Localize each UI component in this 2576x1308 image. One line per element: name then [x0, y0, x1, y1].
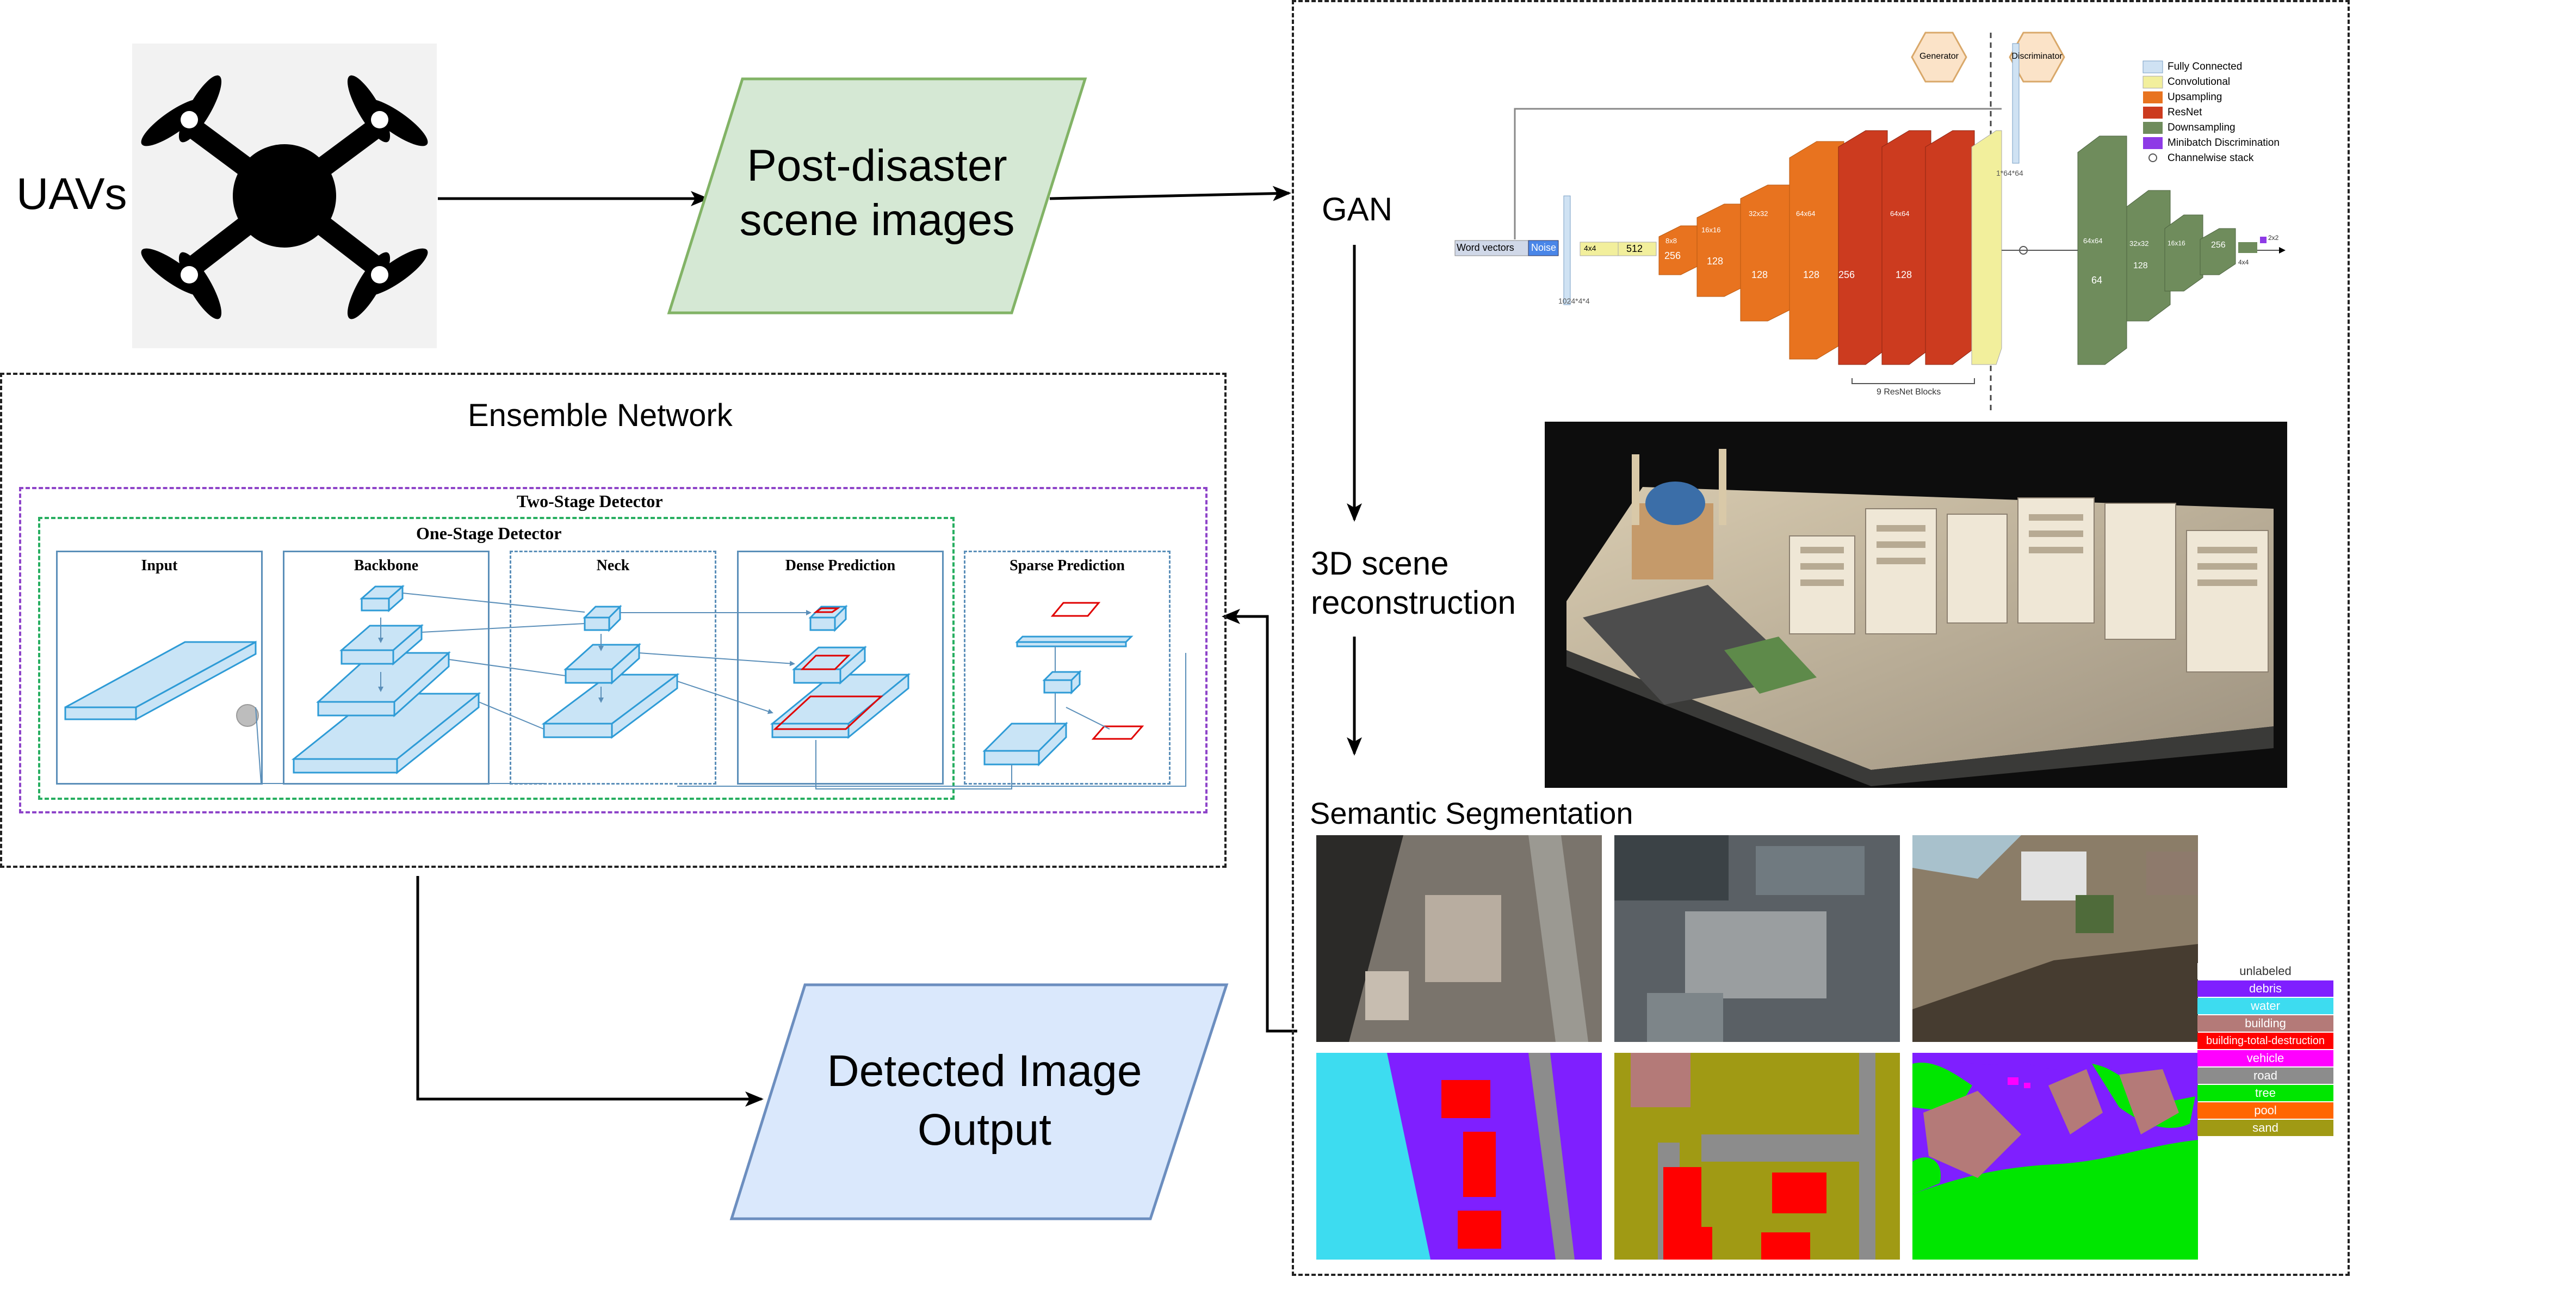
arrow-images-to-gan: [1049, 186, 1291, 201]
gen-dim-64x64: 64x64: [1796, 209, 1816, 218]
disc-dim-2x2: 2x2: [2268, 234, 2279, 242]
legend-road: road: [2197, 1068, 2333, 1084]
detector-architecture-drawing: [64, 584, 1186, 789]
stage-dense-panel: [737, 551, 944, 785]
disc-dim-64: 64: [2091, 275, 2103, 286]
arrow-seg-to-ensemble: [1222, 609, 1297, 1033]
3d-reconstruction-image: [1545, 422, 2287, 788]
word-vectors-label: Word vectors: [1457, 242, 1514, 253]
stage-dense-label: Dense Prediction: [785, 557, 896, 574]
reconstruction-line1: 3D scene: [1311, 545, 1449, 582]
gen-dim-32x32: 32x32: [1749, 209, 1768, 218]
disc-dim-128: 128: [2133, 261, 2148, 270]
seg-mask-2: [1614, 1053, 1900, 1260]
gen-dim-256b: 256: [1838, 269, 1855, 280]
output-line1: Detected Image: [827, 1046, 1142, 1096]
two-stage-box: [19, 487, 1208, 813]
disc-dim-16x16: 16x16: [2168, 239, 2185, 247]
post-disaster-label: Post-disaster scene images: [666, 139, 1088, 248]
disc-dim-256: 256: [2211, 240, 2226, 250]
legend-building: building: [2197, 1015, 2333, 1032]
stage-sparse-panel: [964, 551, 1171, 785]
gan-legend-swatches: [2142, 60, 2163, 162]
gan-legend-4: ResNet: [2168, 107, 2202, 118]
gan-legend-2: Convolutional: [2168, 76, 2231, 88]
legend-water: water: [2197, 998, 2333, 1014]
stage-backbone-label: Backbone: [354, 557, 419, 574]
gan-legend-7: Channelwise stack: [2168, 152, 2254, 164]
gen-dim-128: 128: [1707, 256, 1724, 267]
generator-label: Generator: [1919, 52, 1959, 61]
gen-dim-512: 512: [1626, 243, 1643, 254]
drone-icon: [141, 75, 428, 319]
stage-sparse-label: Sparse Prediction: [1010, 557, 1125, 574]
discriminator-label: Discriminator: [2011, 52, 2063, 61]
legend-pool: pool: [2197, 1102, 2333, 1119]
gen-dim-64x64b: 64x64: [1890, 209, 1910, 218]
gan-legend-1: Fully Connected: [2168, 61, 2243, 72]
seg-mask-3: [1912, 1053, 2198, 1260]
gan-label: GAN: [1322, 191, 1393, 227]
generator-hexagon: [1911, 32, 1967, 83]
legend-building-total-destruction: building-total-destruction: [2197, 1033, 2333, 1049]
output-shape[interactable]: [729, 982, 1229, 1221]
noise-shape-label: 1024*4*4: [1558, 297, 1590, 305]
reconstruction-label: 3D scene reconstruction: [1311, 544, 1516, 622]
gan-legend-5: Downsampling: [2168, 122, 2236, 133]
legend-sand: sand: [2197, 1120, 2333, 1136]
ensemble-network-box: [0, 373, 1227, 868]
post-disaster-line1: Post-disaster: [747, 141, 1007, 190]
gen-dim-16x16: 16x16: [1701, 226, 1721, 234]
one-stage-label: One-Stage Detector: [416, 523, 562, 543]
gen-dim-256: 256: [1664, 250, 1681, 261]
discriminator-hexagon: [2009, 32, 2065, 83]
two-stage-label: Two-Stage Detector: [517, 491, 663, 511]
output-label: Detected Image Output: [745, 1042, 1224, 1159]
legend-tree: tree: [2197, 1085, 2333, 1101]
disc-dim-32x32: 32x32: [2129, 239, 2149, 248]
stage-input-label: Input: [141, 557, 178, 574]
gan-legend-3: Upsampling: [2168, 91, 2222, 103]
gan-architecture-figure: Generator Discriminator Word vectors Noi…: [1447, 22, 2333, 424]
post-disaster-shape[interactable]: [666, 76, 1088, 316]
legend-debris: debris: [2197, 980, 2333, 997]
arrow-ensemble-to-output: [416, 876, 764, 1107]
gan-pipeline-box: [1292, 0, 2350, 1276]
disc-shape-label: 1*64*64: [1996, 169, 2023, 177]
gen-dim-8x8: 8x8: [1665, 237, 1677, 245]
gen-dim-128d: 128: [1896, 269, 1912, 280]
one-stage-box: [38, 517, 955, 800]
gen-dim-128c: 128: [1803, 269, 1820, 280]
uav-label: UAVs: [16, 169, 127, 219]
seg-mask-1: [1316, 1053, 1602, 1260]
resnet-caption: 9 ResNet Blocks: [1877, 387, 1941, 397]
seg-photo-3: [1912, 835, 2198, 1042]
gen-dim-4x4: 4x4: [1584, 244, 1596, 252]
gen-dim-128b: 128: [1751, 269, 1768, 280]
gan-legend-6: Minibatch Discrimination: [2168, 137, 2280, 149]
disc-dim-4x4: 4x4: [2238, 258, 2249, 266]
stage-input-panel: [56, 551, 263, 785]
segmentation-label: Semantic Segmentation: [1310, 796, 1633, 830]
post-disaster-line2: scene images: [739, 195, 1015, 245]
uav-drone-image: [132, 44, 437, 348]
legend-unlabeled: unlabeled: [2197, 963, 2333, 979]
disc-dim-64x64: 64x64: [2083, 237, 2103, 245]
legend-vehicle: vehicle: [2197, 1050, 2333, 1066]
noise-label: Noise: [1531, 242, 1557, 253]
segmentation-legend: unlabeled debris water building building…: [2197, 963, 2333, 1143]
seg-photo-1: [1316, 835, 1602, 1042]
output-line2: Output: [917, 1105, 1052, 1155]
seg-photo-2: [1614, 835, 1900, 1042]
stage-neck-label: Neck: [596, 557, 630, 574]
ensemble-title: Ensemble Network: [468, 398, 733, 433]
reconstruction-line2: reconstruction: [1311, 584, 1516, 621]
